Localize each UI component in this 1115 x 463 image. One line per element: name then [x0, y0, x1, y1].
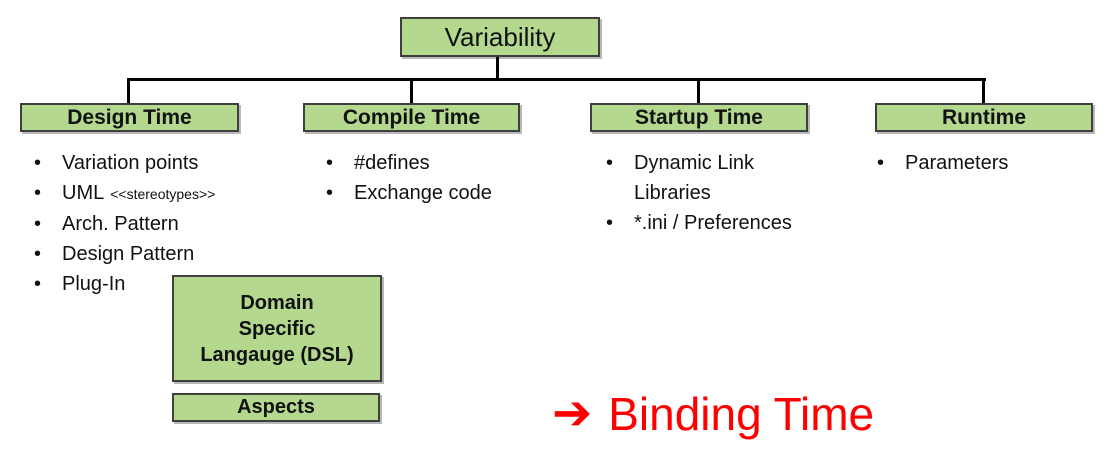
list-item-text: *.ini / Preferences — [634, 212, 792, 234]
red-arrow-icon: ➔ — [552, 387, 593, 440]
design-time-label: Design Time — [67, 105, 192, 129]
startup-time-list: Dynamic Link Libraries *.ini / Preferenc… — [602, 148, 832, 238]
runtime-box: Runtime — [875, 103, 1093, 132]
list-item: Plug-In — [30, 269, 260, 299]
dsl-box: Domain Specific Langauge (DSL) — [172, 275, 382, 382]
list-item-text: Plug-In — [62, 273, 126, 295]
runtime-label: Runtime — [942, 105, 1026, 129]
compile-time-list: #defines Exchange code — [322, 148, 522, 208]
list-item-text: Design Pattern — [62, 243, 195, 265]
binding-time-annotation: ➔ Binding Time — [552, 387, 875, 441]
list-item-text: Dynamic Link Libraries — [634, 152, 755, 204]
list-item-text: Parameters — [905, 152, 1009, 174]
startup-time-label: Startup Time — [635, 105, 763, 129]
compile-time-box: Compile Time — [303, 103, 520, 132]
dsl-label: Domain Specific Langauge (DSL) — [200, 291, 354, 366]
compile-time-label: Compile Time — [342, 105, 481, 129]
connector-vertical-runtime — [982, 78, 985, 103]
design-time-box: Design Time — [20, 103, 239, 132]
aspects-label: Aspects — [237, 396, 315, 418]
connector-vertical-startup — [697, 78, 700, 103]
list-item-text: Arch. Pattern — [62, 213, 179, 235]
binding-time-label: Binding Time — [608, 388, 875, 440]
list-item: Parameters — [873, 148, 1073, 178]
variability-box: Variability — [400, 17, 600, 57]
list-item-text: Exchange code — [354, 182, 492, 204]
list-item-suffix: <<stereotypes>> — [110, 186, 216, 202]
list-item-text: Variation points — [62, 152, 199, 174]
list-item: *.ini / Preferences — [602, 208, 832, 238]
variability-label: Variability — [444, 21, 556, 52]
list-item: Variation points — [30, 148, 260, 178]
list-item-text: UML — [62, 182, 105, 204]
list-item: Dynamic Link Libraries — [602, 148, 832, 208]
list-item: UML <<stereotypes>> — [30, 178, 260, 209]
aspects-box: Aspects — [172, 393, 380, 422]
list-item: #defines — [322, 148, 522, 178]
list-item-text: #defines — [354, 152, 430, 174]
connector-vertical-compile — [410, 78, 413, 103]
list-item: Exchange code — [322, 178, 522, 208]
connector-vertical-design — [127, 78, 130, 103]
list-item: Design Pattern — [30, 239, 260, 269]
startup-time-box: Startup Time — [590, 103, 808, 132]
connector-root-stub — [496, 57, 499, 80]
design-time-list: Variation points UML <<stereotypes>> Arch… — [30, 148, 260, 299]
runtime-list: Parameters — [873, 148, 1073, 178]
connector-horizontal — [127, 78, 986, 81]
list-item: Arch. Pattern — [30, 209, 260, 239]
